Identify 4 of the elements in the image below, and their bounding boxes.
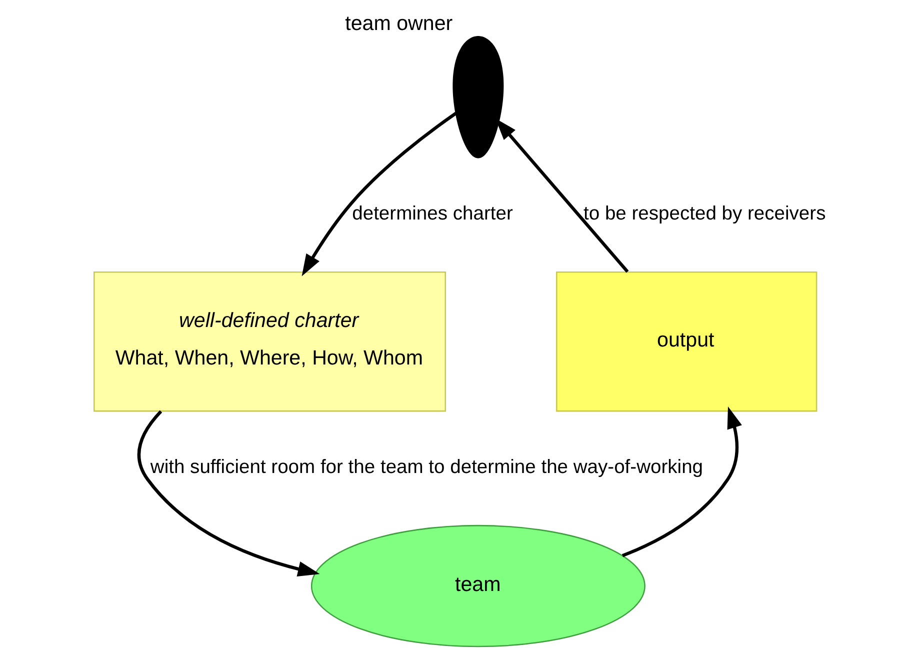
node-label: team owner [344, 12, 452, 35]
edge-label: determines charter [352, 203, 512, 224]
edge-label: with sufficient room for the team to determine the way-of-working [150, 456, 703, 478]
edge-label: to be respected by receivers [583, 203, 826, 224]
